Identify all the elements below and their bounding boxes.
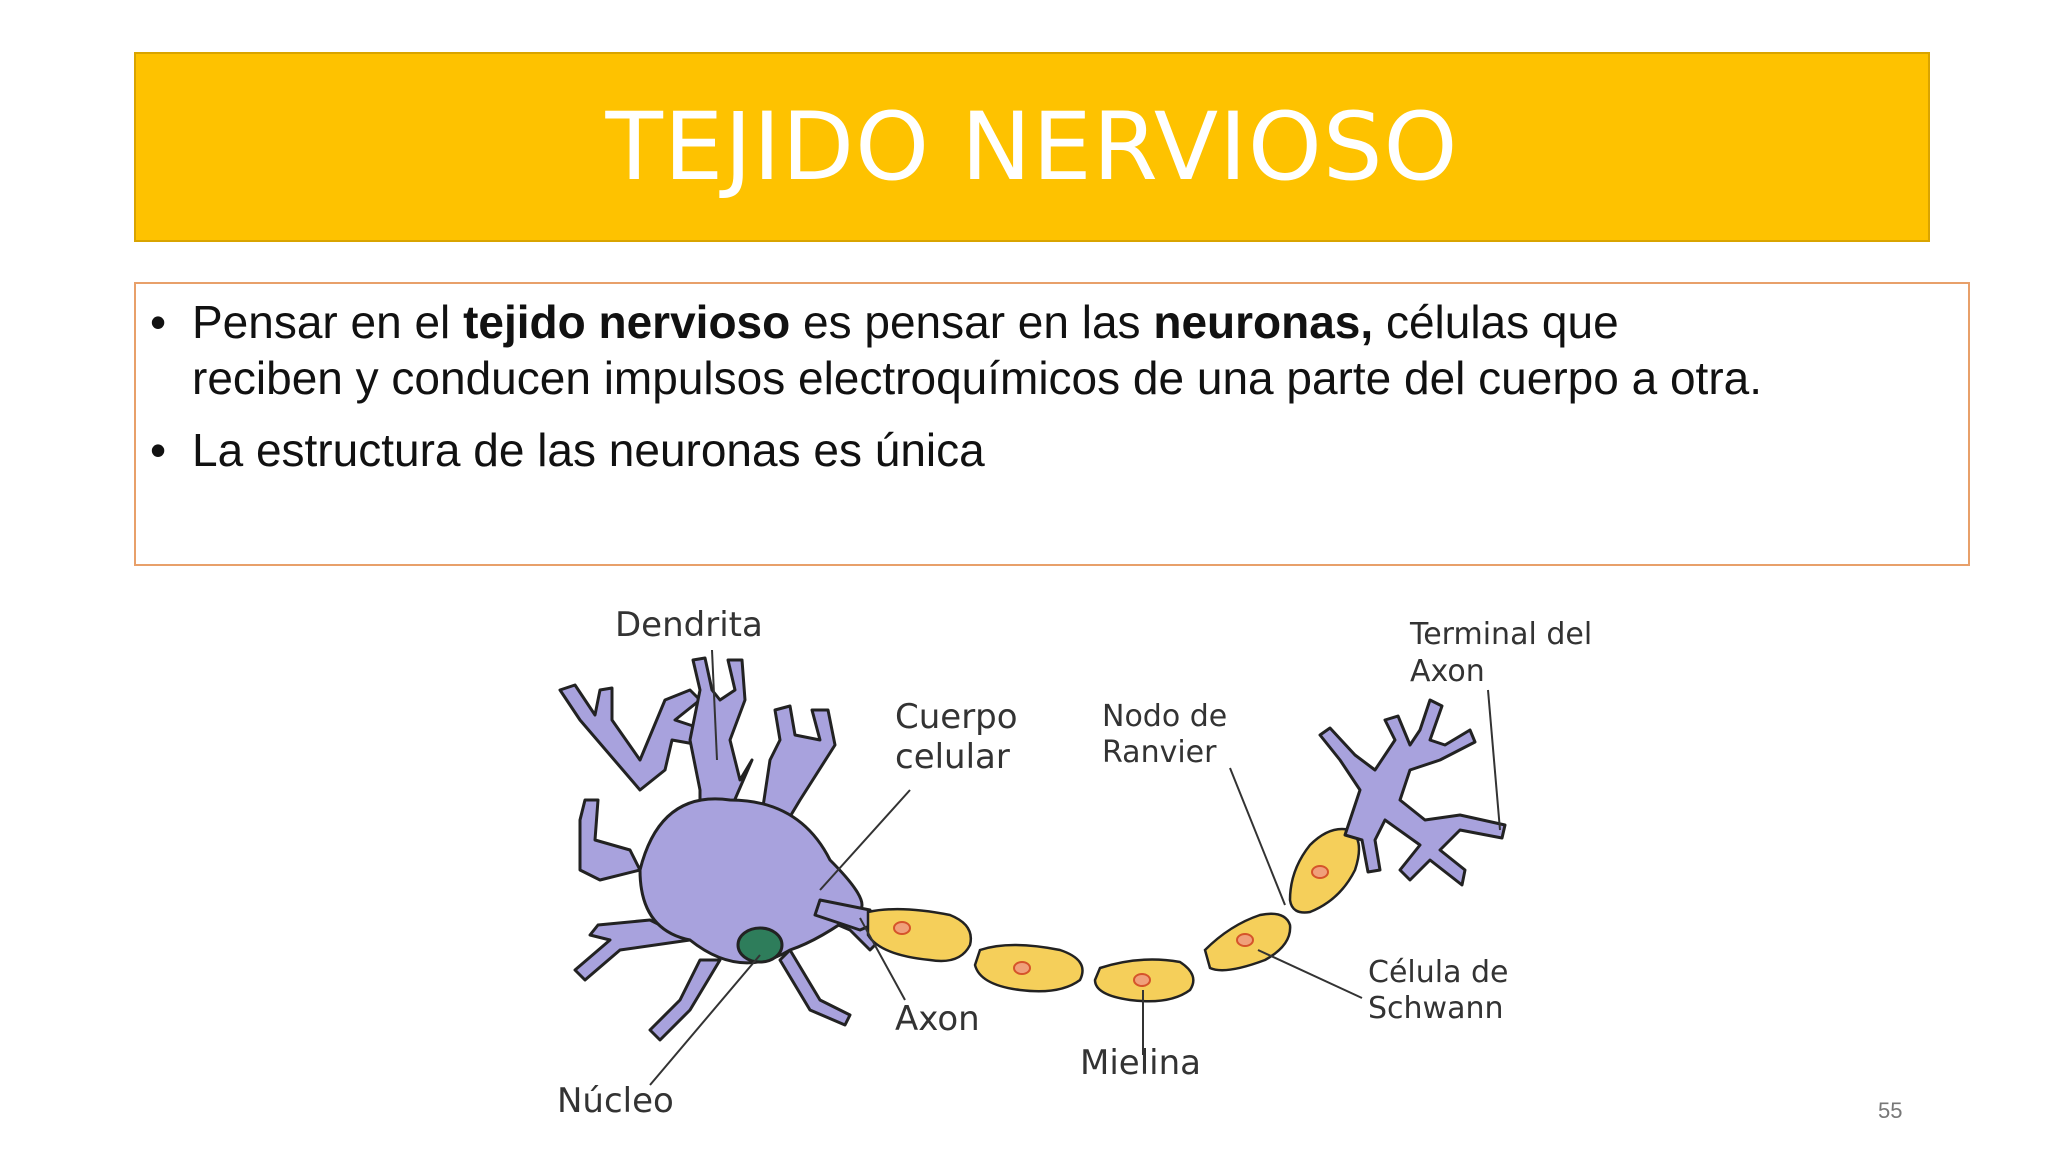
label-terminal-line1: Terminal del xyxy=(1409,617,1592,652)
neuron-cell-body xyxy=(558,656,882,1042)
label-mielina: Mielina xyxy=(1080,1043,1201,1083)
label-celula-line2: Schwann xyxy=(1368,991,1504,1026)
label-terminal-line2: Axon xyxy=(1410,654,1485,689)
slide-title: TEJIDO NERVIOSO xyxy=(605,92,1459,202)
bullet-marker: • xyxy=(150,296,167,348)
label-nodo-line2: Ranvier xyxy=(1102,735,1217,770)
bullet-text-part: es pensar en las xyxy=(790,296,1154,348)
label-dendrita: Dendrita xyxy=(615,605,763,645)
bullet-text-part: Pensar en el xyxy=(192,296,464,348)
content-box: • Pensar en el tejido nervioso es pensar… xyxy=(134,282,1970,566)
label-nodo-line1: Nodo de xyxy=(1102,699,1227,734)
page-number: 55 xyxy=(1878,1098,1903,1123)
label-nucleo: Núcleo xyxy=(557,1081,674,1121)
bullet-text: Pensar en el tejido nervioso es pensar e… xyxy=(192,294,1972,406)
axon-terminal xyxy=(1318,698,1507,887)
bullet-text-part: reciben y conducen impulsos electroquími… xyxy=(192,352,1763,404)
label-celula-line1: Célula de xyxy=(1368,955,1509,990)
label-cuerpo-line1: Cuerpo xyxy=(895,697,1018,737)
bold-term: tejido nervioso xyxy=(463,296,791,348)
nucleus-shape xyxy=(736,926,784,964)
bullet-text-part: células que xyxy=(1373,296,1619,348)
neuron-diagram: Dendrita Cuerpo celular Nodo de Ranvier … xyxy=(557,605,1592,1121)
bullet-text: La estructura de las neuronas es única xyxy=(192,424,985,476)
myelin-sheath xyxy=(866,827,1361,1003)
bold-term: neuronas, xyxy=(1153,296,1374,348)
label-cuerpo-line2: celular xyxy=(895,737,1010,777)
leader-lines xyxy=(649,649,1501,1086)
title-banner: TEJIDO NERVIOSO xyxy=(134,52,1930,242)
schwann-nuclei xyxy=(893,865,1329,987)
label-axon: Axon xyxy=(895,999,980,1039)
bullet-marker: • xyxy=(150,424,167,476)
